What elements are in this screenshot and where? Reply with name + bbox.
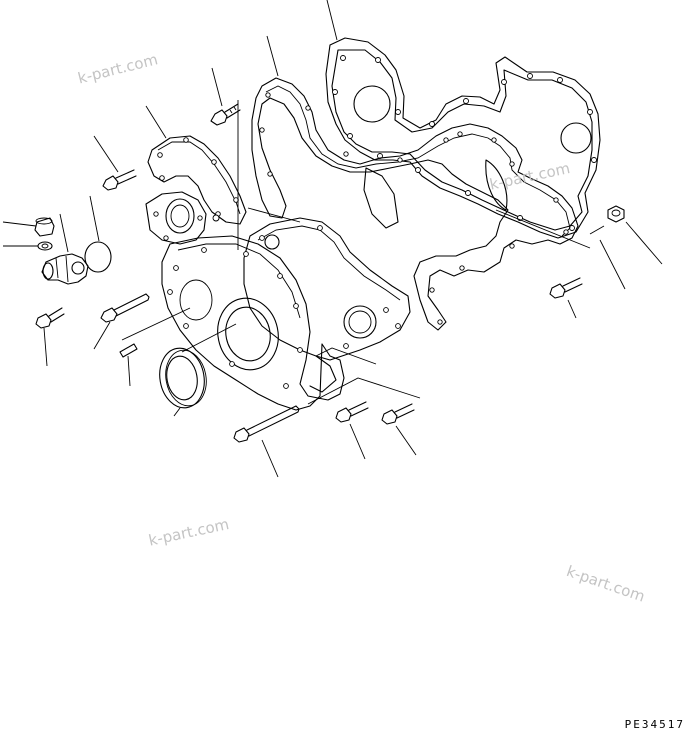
bolt-1 bbox=[210, 103, 241, 126]
oil-seal bbox=[159, 347, 207, 409]
sensor-unit bbox=[41, 253, 89, 285]
bolt-7 bbox=[381, 403, 415, 425]
rear-gasket-bolt-holes bbox=[332, 55, 597, 231]
rear-gasket bbox=[325, 37, 601, 239]
dowel-pin bbox=[119, 343, 138, 358]
nut bbox=[607, 205, 625, 223]
o-ring bbox=[84, 241, 112, 273]
bolt-3 bbox=[100, 293, 150, 323]
middle-gasket-bolt-holes bbox=[259, 92, 569, 325]
bolt-8 bbox=[549, 277, 583, 299]
bolt-5 bbox=[233, 405, 300, 443]
small-cover-plate bbox=[147, 135, 247, 225]
lower-front-case bbox=[161, 235, 345, 411]
cap-plug bbox=[34, 217, 55, 237]
bolt-6 bbox=[335, 401, 369, 423]
washer bbox=[37, 241, 53, 251]
bolt-4 bbox=[35, 307, 65, 329]
middle-gasket bbox=[251, 77, 579, 331]
bolt-2 bbox=[102, 169, 137, 191]
drawing-code: PE34517 bbox=[624, 718, 685, 731]
small-gasket bbox=[145, 191, 220, 245]
leader-lines bbox=[2, 0, 663, 478]
front-cover bbox=[243, 217, 411, 361]
